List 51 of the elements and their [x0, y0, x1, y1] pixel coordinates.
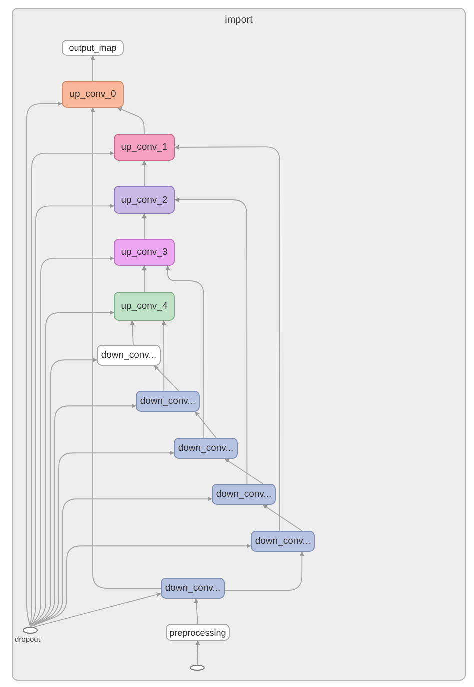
arrow [224, 552, 304, 592]
op-node [114, 186, 175, 214]
arrow [166, 266, 205, 438]
op-node [166, 624, 230, 641]
op-node [174, 438, 238, 459]
node-label: up_conv_4 [121, 301, 168, 312]
op-node [161, 578, 225, 599]
op-node [114, 239, 175, 266]
node-label: down_conv... [165, 583, 221, 594]
arrow [196, 640, 200, 666]
op-node [251, 531, 315, 552]
arrow [142, 160, 147, 186]
arrow [90, 56, 96, 82]
node-label: up_conv_3 [121, 247, 168, 258]
op-node [97, 345, 161, 366]
arrow [26, 102, 62, 628]
arrow [142, 214, 147, 240]
arrow [194, 598, 199, 624]
arrow [117, 108, 145, 134]
arrow [90, 108, 162, 589]
arrow [162, 320, 166, 392]
node-label: up_conv_2 [121, 194, 168, 206]
op-node [136, 391, 200, 412]
arrow [30, 544, 252, 628]
ellipse-node [23, 627, 38, 634]
arrow [174, 145, 280, 532]
op-node [62, 40, 124, 56]
arrow [224, 458, 264, 484]
arrow [130, 320, 135, 346]
arrow [34, 592, 162, 628]
group-box [12, 8, 466, 681]
arrow [174, 198, 248, 484]
node-label: down_conv... [140, 396, 196, 407]
node-label: down_conv... [255, 536, 311, 547]
node-label: up_conv_0 [70, 89, 116, 100]
arrow [154, 366, 180, 392]
node-label: down_conv... [216, 489, 272, 500]
arrow [195, 412, 217, 438]
node-label: up_conv_1 [121, 142, 168, 153]
node-label: preprocessing [170, 628, 226, 638]
node-label: down_conv... [101, 350, 157, 361]
arrow [262, 504, 303, 532]
op-node [62, 81, 124, 108]
op-node [212, 484, 276, 505]
ellipse-node [190, 665, 205, 671]
op-node [114, 292, 175, 321]
node-label: down_conv... [178, 443, 234, 454]
op-node [114, 134, 175, 161]
node-label: output_map [69, 43, 117, 53]
arrow [142, 266, 147, 292]
group-title: import [225, 15, 253, 26]
